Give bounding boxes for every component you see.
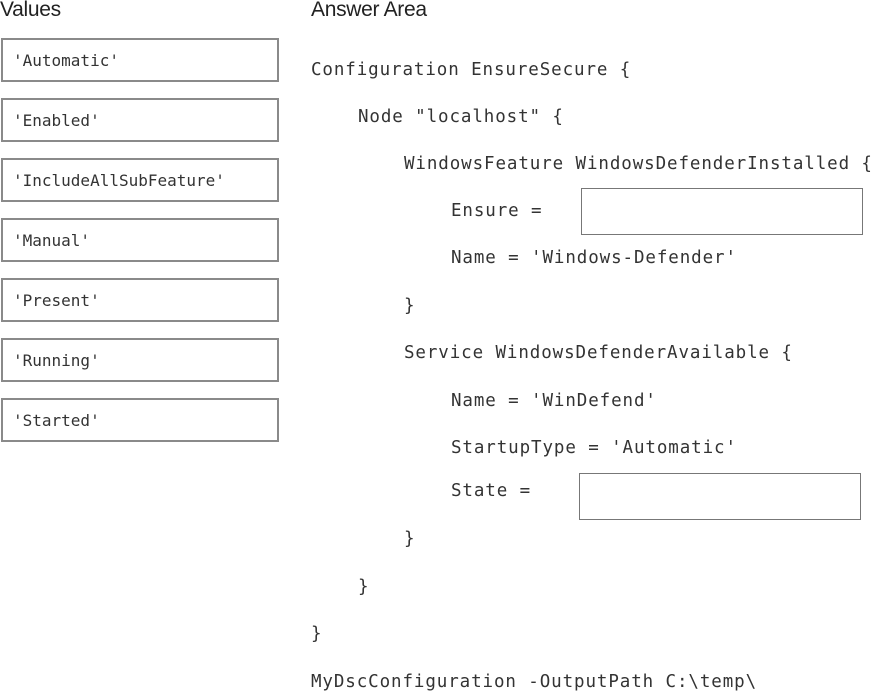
value-includeallsubfeature[interactable]: 'IncludeAllSubFeature' bbox=[1, 158, 279, 202]
value-running[interactable]: 'Running' bbox=[1, 338, 279, 382]
code-line: Name = 'Windows-Defender' bbox=[451, 248, 737, 268]
code-line: State = bbox=[451, 481, 532, 501]
value-enabled[interactable]: 'Enabled' bbox=[1, 98, 279, 142]
code-line: } bbox=[404, 296, 416, 316]
code-line: } bbox=[358, 577, 370, 597]
value-started[interactable]: 'Started' bbox=[1, 398, 279, 442]
ensure-drop-target[interactable] bbox=[581, 188, 863, 235]
value-present[interactable]: 'Present' bbox=[1, 278, 279, 322]
code-line: } bbox=[311, 624, 323, 644]
code-line: Configuration EnsureSecure { bbox=[311, 60, 632, 80]
code-line: Ensure = bbox=[451, 201, 543, 221]
code-line: Name = 'WinDefend' bbox=[451, 391, 657, 411]
values-header: Values bbox=[0, 0, 61, 21]
code-line: Service WindowsDefenderAvailable { bbox=[404, 343, 793, 363]
value-manual[interactable]: 'Manual' bbox=[1, 218, 279, 262]
state-drop-target[interactable] bbox=[579, 473, 861, 520]
answer-area-header: Answer Area bbox=[311, 0, 427, 21]
code-line: WindowsFeature WindowsDefenderInstalled … bbox=[404, 154, 873, 174]
code-line: Node "localhost" { bbox=[358, 107, 564, 127]
code-line: MyDscConfiguration -OutputPath C:\temp\ bbox=[311, 672, 757, 692]
code-line: } bbox=[404, 529, 416, 549]
code-line: StartupType = 'Automatic' bbox=[451, 438, 737, 458]
value-automatic[interactable]: 'Automatic' bbox=[1, 38, 279, 82]
